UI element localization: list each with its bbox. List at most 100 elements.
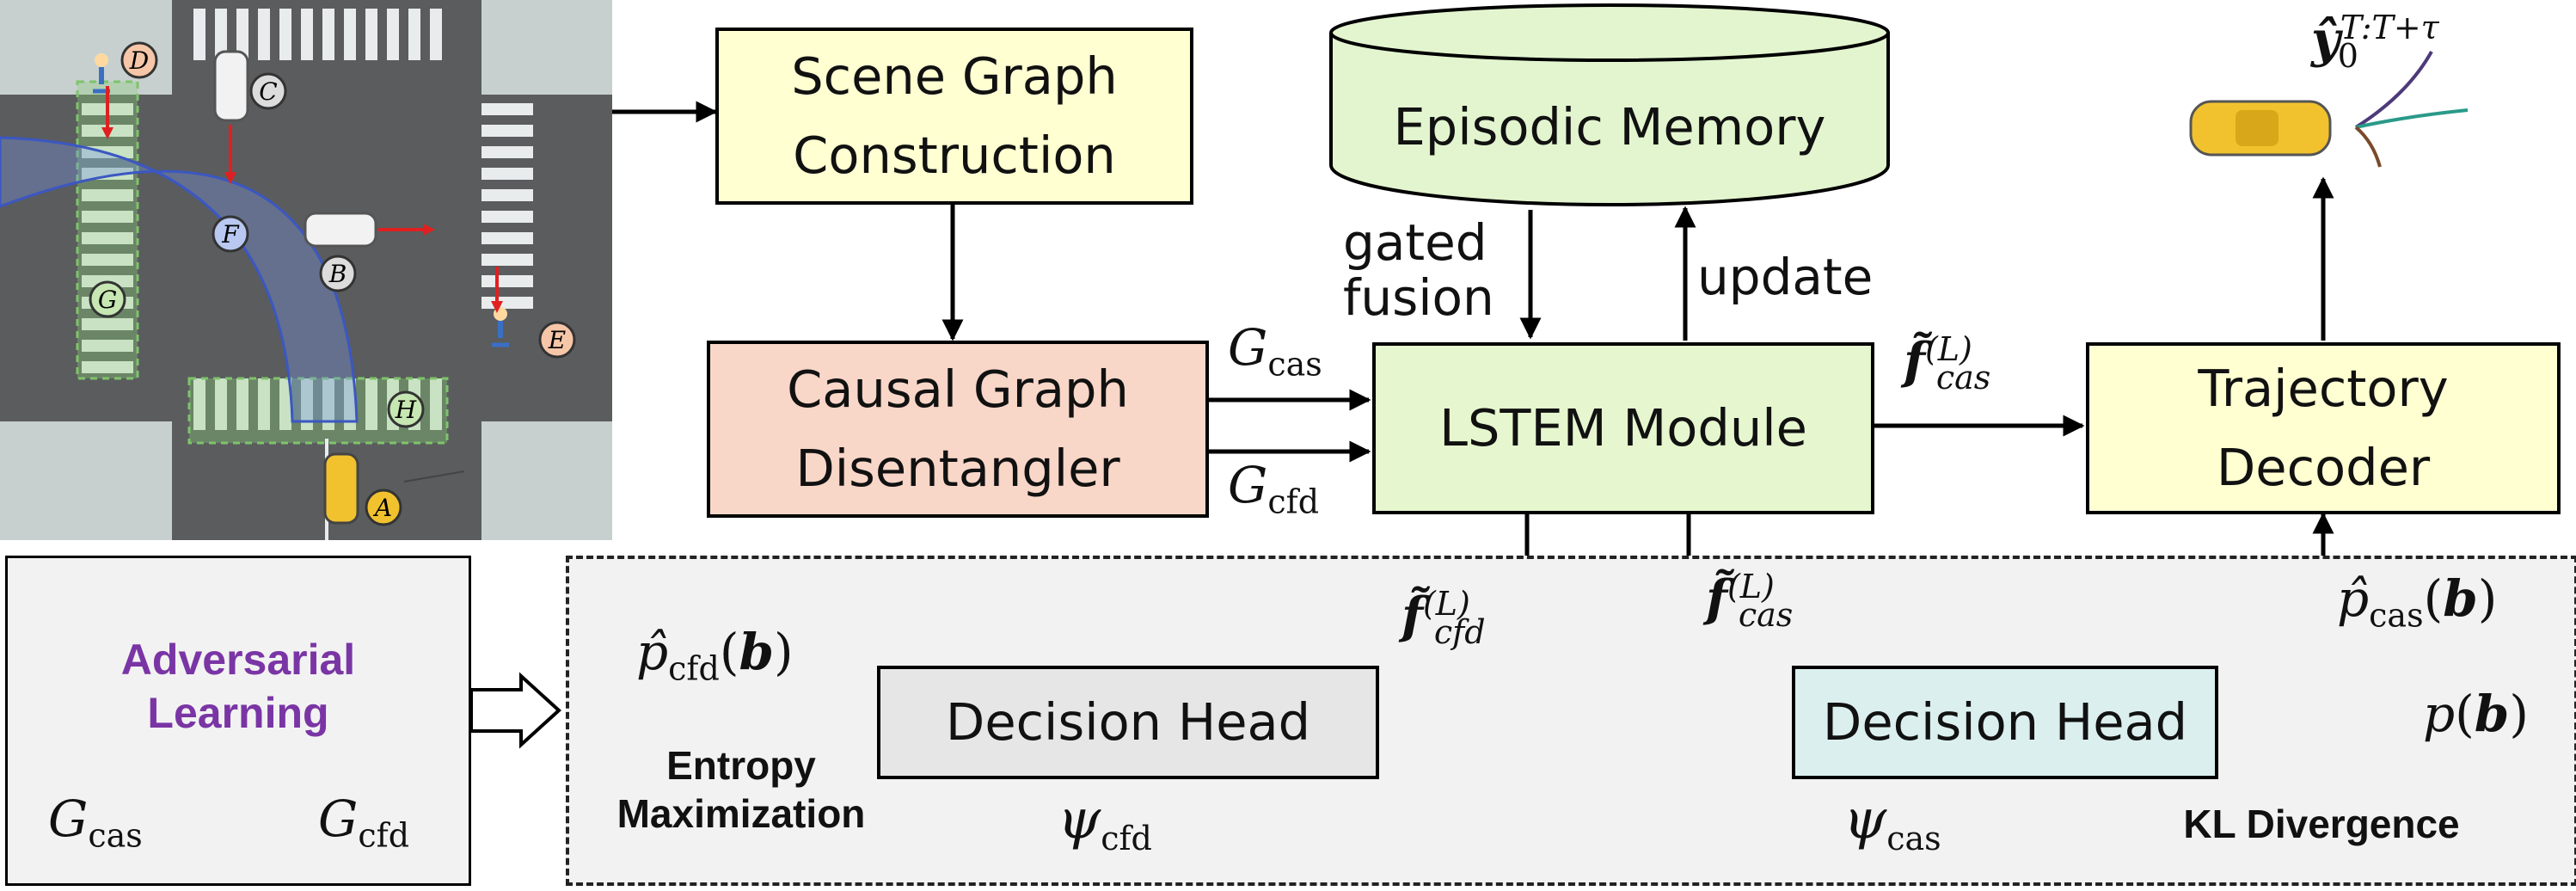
svg-text:G: G — [98, 286, 117, 314]
crosswalk-right — [481, 103, 533, 309]
trajectory-decoder-box: Trajectory Decoder — [2086, 342, 2561, 514]
g-cas-adv-label: Gcas — [48, 790, 143, 855]
g-cas-label: Gcas — [1228, 318, 1322, 384]
causal-graph-disentangler-box: Causal Graph Disentangler — [707, 341, 1209, 518]
f-cas-top-label: f̃(L)cas — [1904, 330, 1990, 396]
hollow-arrow — [469, 672, 561, 749]
p-hat-cfd-label: p̂cfd(b) — [636, 623, 794, 688]
marker-a: A — [365, 489, 402, 526]
g-symbol: G — [318, 790, 359, 848]
cas-subscript: cas — [1886, 819, 1941, 857]
g-symbol: G — [1228, 456, 1268, 514]
y-superscript: T:T+τ — [2340, 9, 2439, 46]
adversarial-learning-panel — [5, 556, 471, 886]
cas-subscript: cas — [2369, 596, 2424, 635]
entropy-line-1: Entropy — [666, 743, 816, 788]
g-symbol: G — [48, 790, 89, 848]
L-superscript: (L) — [1727, 568, 1775, 605]
p-b-label: p(b) — [2423, 685, 2529, 743]
f-tilde-symbol: f̃ — [1401, 586, 1423, 645]
b-symbol: b — [2474, 685, 2510, 743]
lstem-text: LSTEM Module — [1439, 398, 1807, 458]
b-symbol: b — [2443, 569, 2478, 628]
marker-g: G — [89, 280, 126, 318]
psi-symbol: ψ — [1843, 788, 1887, 851]
zero-subscript: 0 — [2337, 36, 2358, 75]
marker-c: C — [249, 72, 287, 110]
L-superscript: (L) — [1924, 330, 1972, 368]
cas-subscript: cas — [1738, 595, 1794, 634]
svg-text:H: H — [395, 396, 417, 424]
marker-f: F — [212, 215, 249, 253]
scene-graph-line-2: Construction — [793, 126, 1116, 185]
crosswalk-top — [193, 9, 442, 60]
marker-b: B — [319, 255, 357, 292]
entropy-line-2: Maximization — [616, 791, 866, 836]
adversarial-line-1: Adversarial — [120, 636, 356, 684]
cas-subscript: cas — [1935, 358, 1991, 396]
update-label: update — [1697, 248, 1874, 306]
svg-text:C: C — [259, 77, 277, 106]
g-symbol: G — [1228, 318, 1268, 377]
cfd-subscript: cfd — [1267, 482, 1320, 521]
cas-subscript: cas — [88, 816, 143, 855]
rparen: ) — [2477, 569, 2498, 628]
lparen: ( — [719, 623, 739, 681]
output-trajectory-line-1 — [2354, 51, 2433, 129]
episodic-memory-text: Episodic Memory — [1393, 97, 1826, 157]
f-cfd-label: f̃(L)cfd — [1401, 585, 1486, 651]
lparen: ( — [2455, 685, 2475, 743]
region-f — [0, 136, 359, 423]
output-trajectory-line-3 — [2354, 126, 2382, 168]
y-hat-symbol: ŷ — [2311, 9, 2340, 69]
cfd-subscript: cfd — [668, 649, 720, 688]
p-hat-symbol: p̂ — [636, 623, 669, 681]
trajectory-line-1: Trajectory — [2198, 359, 2449, 418]
f-tilde-symbol: f̃ — [1904, 331, 1925, 390]
rparen: ) — [774, 623, 794, 681]
causal-line-2: Disentangler — [795, 439, 1120, 498]
output-car-icon — [2189, 100, 2332, 157]
decision-cfd-text: Decision Head — [945, 692, 1311, 752]
lparen: ( — [2423, 569, 2444, 628]
adversarial-line-2: Learning — [147, 689, 329, 737]
svg-text:A: A — [372, 494, 392, 522]
g-cfd-adv-label: Gcfd — [318, 790, 409, 855]
kl-divergence-label: KL Divergence — [2183, 802, 2460, 846]
lstem-module-box: LSTEM Module — [1372, 342, 1874, 514]
p-symbol: p — [2423, 685, 2456, 743]
p-hat-symbol: p̂ — [2337, 569, 2370, 628]
psi-cas-label: ψcas — [1843, 788, 1941, 857]
cfd-subscript: cfd — [1101, 819, 1152, 857]
marker-d: D — [120, 41, 158, 79]
scene-graph-construction-box: Scene Graph Construction — [715, 28, 1193, 205]
svg-text:F: F — [221, 220, 240, 249]
y-hat-output-label: ŷT:T+τ0 — [2311, 9, 2439, 75]
adversarial-learning-title: Adversarial Learning — [5, 633, 471, 740]
car-a — [323, 452, 359, 525]
gated-fusion-line-2: fusion — [1343, 268, 1494, 327]
trajectory-line-2: Decoder — [2216, 438, 2431, 497]
p-hat-cas-label: p̂cas(b) — [2337, 569, 2497, 635]
psi-cfd-label: ψcfd — [1058, 788, 1152, 857]
decision-cas-text: Decision Head — [1822, 692, 2188, 752]
output-trajectory-line-2 — [2355, 108, 2469, 129]
car-c — [213, 50, 249, 122]
svg-text:E: E — [548, 326, 566, 354]
marker-e: E — [538, 321, 576, 359]
episodic-memory-label: Episodic Memory — [1331, 67, 1888, 187]
decision-head-cfd-box: Decision Head — [877, 666, 1379, 779]
g-cfd-label: Gcfd — [1228, 456, 1319, 521]
gated-fusion-line-1: gated — [1343, 213, 1487, 272]
svg-text:B: B — [328, 260, 347, 288]
svg-text:D: D — [129, 46, 149, 75]
causal-line-1: Causal Graph — [787, 359, 1129, 419]
rparen: ) — [2509, 685, 2529, 743]
decision-head-cas-box: Decision Head — [1792, 666, 2218, 779]
f-cas-lower-label: f̃(L)cas — [1706, 568, 1793, 634]
cfd-subscript: cfd — [358, 816, 410, 855]
cfd-subscript: cfd — [1433, 612, 1486, 651]
b-symbol: b — [739, 623, 775, 681]
marker-h: H — [387, 390, 425, 428]
